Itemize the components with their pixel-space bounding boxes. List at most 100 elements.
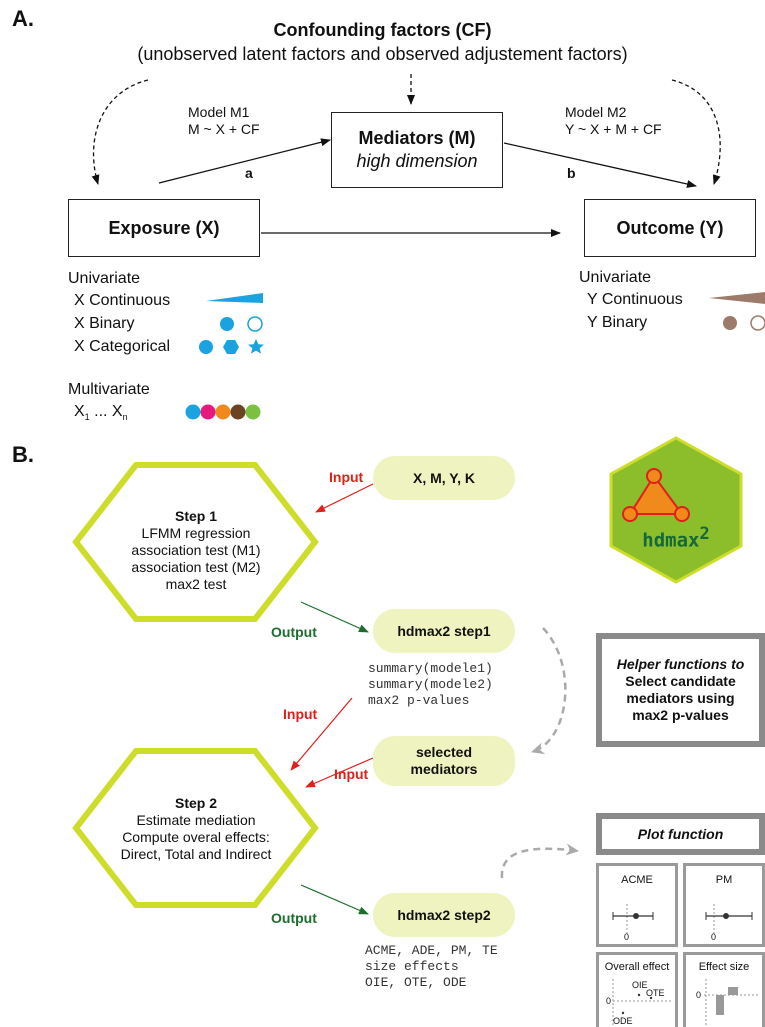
acme-zero: 0 — [624, 932, 630, 942]
acme-title: ACME — [621, 874, 653, 886]
step1-title: Step 1 — [174, 508, 217, 524]
mediators-title: Mediators (M) — [358, 128, 476, 148]
arrow-selected-to-step2 — [305, 757, 374, 788]
step1-line: association test (M2) — [131, 559, 261, 575]
pm-mini-plot: PM 0 — [683, 863, 765, 947]
effect-size-graphic — [704, 979, 758, 1027]
plot-function-box: Plot function — [596, 813, 765, 855]
step2-line: Estimate mediation — [136, 812, 256, 828]
logo-node-icon — [674, 506, 690, 522]
y-continuous-wedge-icon — [709, 292, 765, 304]
logo-text: hdmax2 — [642, 524, 710, 552]
step2-outputs-list: ACME, ADE, PM, TE size effects OIE, OTE,… — [365, 943, 498, 990]
input-pill: X, M, Y, K — [373, 456, 515, 500]
model-m2-name: Model M2 — [565, 104, 627, 120]
arrow-input-to-step1 — [315, 483, 374, 513]
step1-hexagon — [72, 462, 319, 622]
step1-text: Step 1 LFMM regression association test … — [96, 508, 296, 593]
helper-line: max2 p-values — [632, 707, 729, 723]
step2-text: Step 2 Estimate mediation Compute overal… — [86, 795, 306, 863]
arrow-mediators-to-outcome — [503, 142, 697, 188]
overall-zero: 0 — [606, 996, 612, 1006]
step1-outputs-list: summary(modele1) summary(modele2) max2 p… — [368, 661, 493, 708]
ote-label: OTE — [646, 988, 665, 998]
path-a-label: a — [245, 165, 253, 181]
model-m1-formula: M ~ X + CF — [188, 121, 260, 137]
logo-node-icon — [622, 506, 638, 522]
outcome-label: Outcome (Y) — [616, 217, 724, 238]
step2-output-pill: hdmax2 step2 — [373, 893, 515, 937]
helper-line: mediators using — [626, 690, 735, 706]
pm-zero: 0 — [711, 932, 717, 942]
input-label: Input — [334, 766, 369, 782]
step2-hexagon — [72, 748, 319, 908]
step1-line: LFMM regression — [141, 525, 251, 541]
arrow-exposure-to-mediators — [158, 138, 331, 184]
x-continuous-label: X Continuous — [74, 292, 171, 309]
effect-size-title: Effect size — [698, 961, 750, 973]
multivariate-dots — [185, 404, 261, 420]
exposure-label: Exposure (X) — [108, 217, 220, 238]
mediators-box: Mediators (M) high dimension — [331, 112, 503, 188]
categorical-star-icon — [248, 339, 264, 354]
logo-node-icon — [646, 468, 662, 484]
binary-filled-circle-icon — [220, 317, 234, 331]
selected-mediators-pill: selected mediators — [373, 736, 515, 786]
categorical-hexagon-icon — [223, 340, 239, 354]
step1-output-pill: hdmax2 step1 — [373, 609, 515, 653]
helper-title: Helper functions to — [616, 656, 745, 672]
effect-size-zero: 0 — [696, 990, 702, 1000]
logo-triangle-icon — [628, 474, 684, 515]
arrow-step1-output — [300, 601, 369, 633]
path-b-label: b — [567, 165, 576, 181]
arrow-step2-output — [300, 884, 369, 915]
x-binary-label: X Binary — [74, 315, 135, 332]
step2-title: Step 2 — [174, 795, 217, 811]
y-binary-label: Y Binary — [587, 314, 648, 331]
input-label: Input — [283, 706, 318, 722]
oie-label: OIE — [632, 980, 648, 990]
section-b-label: B. — [12, 442, 34, 467]
input-label: Input — [329, 469, 364, 485]
pm-title: PM — [715, 874, 733, 886]
overall-effect-title: Overall effect — [604, 961, 670, 973]
effect-size-mini-plot: Effect size 0 — [683, 952, 765, 1027]
step1-line: association test (M1) — [131, 542, 261, 558]
cf-title: Confounding factors (CF) — [273, 20, 492, 40]
cf-subtitle: (unobserved latent factors and observed … — [137, 44, 628, 64]
outcome-box: Outcome (Y) — [584, 199, 756, 257]
helper-functions-box: Helper functions to Select candidate med… — [596, 633, 765, 747]
arrow-step1-to-selected — [531, 627, 567, 755]
arrow-step1out-to-step2 — [290, 697, 353, 771]
overall-effect-mini-plot: Overall effect 0 OIE OTE ODE — [596, 952, 678, 1027]
pm-plot-graphic — [705, 904, 753, 934]
x-univariate-label: Univariate — [68, 270, 141, 287]
y-binary-filled-circle-icon — [723, 316, 737, 330]
overall-effect-graphic — [612, 979, 671, 1027]
arrow-cf-to-outcome — [671, 79, 721, 185]
continuous-wedge-icon — [206, 293, 263, 303]
helper-line: Select candidate — [625, 673, 736, 689]
output-label: Output — [271, 624, 317, 640]
section-a-label: A. — [12, 6, 34, 31]
step2-line: Compute overal effects: — [122, 829, 270, 845]
mediators-subtitle: high dimension — [356, 151, 478, 171]
binary-empty-circle-icon — [247, 316, 263, 332]
x-categorical-label: X Categorical — [74, 338, 171, 355]
y-continuous-label: Y Continuous — [587, 291, 683, 308]
y-binary-empty-circle-icon — [750, 315, 765, 331]
step1-line: max2 test — [165, 576, 227, 592]
x-multivariate-label: Multivariate — [68, 381, 150, 398]
model-m1-name: Model M1 — [188, 104, 250, 120]
arrow-cf-to-exposure — [91, 79, 149, 185]
ode-label: ODE — [613, 1016, 633, 1026]
selected-pill-line1: selected — [415, 744, 473, 760]
output-label: Output — [271, 910, 317, 926]
acme-mini-plot: ACME 0 — [596, 863, 678, 947]
acme-plot-graphic — [612, 904, 654, 934]
categorical-circle-icon — [199, 340, 213, 354]
x-multivariate-range: X1 ... Xn — [74, 403, 128, 423]
step2-line: Direct, Total and Indirect — [120, 846, 272, 862]
exposure-box: Exposure (X) — [68, 199, 260, 257]
